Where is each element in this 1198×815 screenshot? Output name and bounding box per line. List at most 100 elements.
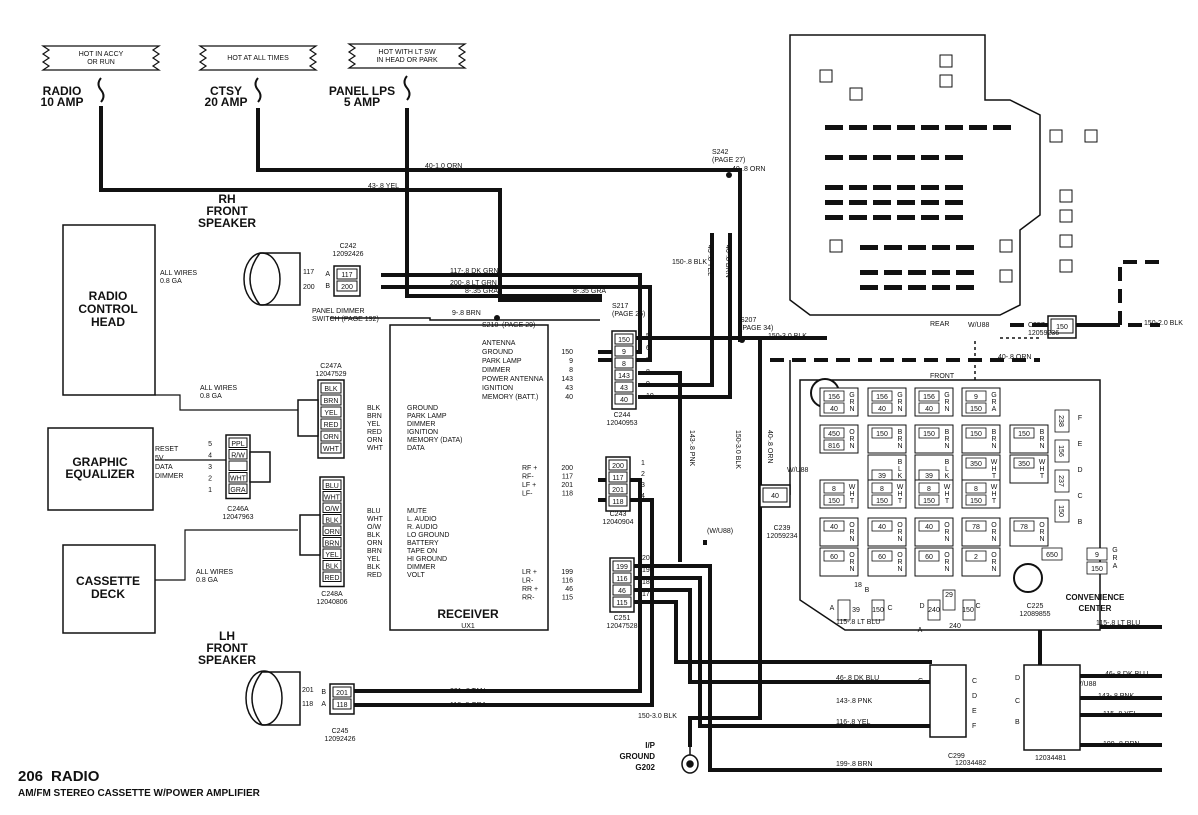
- receiver-pin-label: LR +: [522, 569, 537, 576]
- receiver-wire-color: YEL: [367, 556, 380, 563]
- fuse-slot: [945, 185, 963, 190]
- splice-s217b: [557, 295, 563, 301]
- wire-label: 150-2.0 BLK: [1144, 320, 1183, 327]
- receiver-pin-label: IGNITION: [407, 429, 438, 436]
- cc-color: R: [897, 559, 902, 566]
- c239-label: C239: [774, 525, 791, 532]
- cc-color: O: [991, 552, 997, 559]
- c251-connector-cell-label: 116: [616, 576, 627, 583]
- splice-label: (PAGE 34): [740, 325, 773, 332]
- c246a-pin: 4: [208, 453, 212, 460]
- wire-label: 40-.8 ORN: [998, 354, 1031, 361]
- c244-label: 12040953: [606, 420, 637, 427]
- cc-fuse-value: 40: [830, 524, 838, 531]
- fuse-name: RADIO: [43, 84, 82, 98]
- c239-option: W/U88: [787, 467, 809, 474]
- receiver-pin-label: L. AUDIO: [407, 516, 437, 523]
- receiver-wire-color: BLK: [367, 532, 381, 539]
- fuse-slot: [825, 125, 843, 130]
- c244-connector-cell-label: 143: [618, 373, 630, 380]
- cc-color: N: [849, 566, 854, 573]
- cc-fuse-value: 156: [923, 394, 935, 401]
- fuse-slot: [849, 200, 867, 205]
- cc-color: L: [945, 466, 949, 473]
- cc-fuse: [918, 482, 940, 494]
- wire-brn9: [330, 317, 600, 321]
- wire-cc-115: [1038, 625, 1162, 667]
- c247a-connector-cell: [320, 430, 342, 442]
- fuse-slot: [932, 270, 950, 275]
- cc-color: R: [1039, 529, 1044, 536]
- fuse-name: 10 AMP: [41, 95, 84, 109]
- c245-connector-cell: [332, 686, 352, 698]
- receiver-name: RECEIVER: [437, 607, 499, 621]
- c246a-pin: 5: [208, 441, 212, 448]
- receiver-pin-number: 200: [561, 465, 573, 472]
- c248a-label: 12040806: [316, 599, 347, 606]
- c244-connector-cell: [614, 345, 634, 357]
- cc-color: A: [992, 406, 997, 413]
- cc-low-fuse: [837, 599, 851, 621]
- cc-low-fuse: [942, 589, 956, 611]
- fuse-relay: [819, 69, 833, 83]
- c299-letter: F: [972, 723, 976, 730]
- c244-label: C244: [614, 412, 631, 419]
- c248a-connector-cell-label: O/W: [325, 506, 339, 513]
- fuse-relay: [939, 74, 953, 88]
- cc-color: N: [897, 566, 902, 573]
- receiver-wire-color: BRN: [367, 413, 382, 420]
- receiver-pin-number: 115: [562, 595, 573, 602]
- wire-label: 40-.8 ORN: [766, 430, 773, 463]
- c251-connector-cell: [612, 560, 632, 572]
- c299-label: 12034482: [955, 760, 986, 767]
- cc-color: G: [991, 392, 996, 399]
- receiver-pin-label: DATA: [407, 445, 425, 452]
- cc-color: H: [1039, 466, 1044, 473]
- c243-connector-cell-label: 201: [612, 487, 624, 494]
- ground-symbol: [681, 745, 699, 774]
- c246a-pin: 2: [208, 476, 212, 483]
- c248a-connector-cell: [322, 479, 342, 490]
- cc-color: K: [945, 473, 950, 480]
- c251-label: 12047528: [606, 623, 637, 630]
- fuse-slot: [908, 245, 926, 250]
- cc-fuse: [918, 402, 940, 414]
- rh-speaker-pin: 117: [303, 269, 314, 276]
- cc-low-letter: B: [865, 587, 870, 594]
- cc-color: W: [944, 484, 951, 491]
- c242-connector-cell: [336, 268, 358, 280]
- c245-label: C245: [332, 728, 349, 735]
- c248a-label: C248A: [321, 591, 343, 598]
- cc-color: R: [897, 529, 902, 536]
- cc-color: O: [944, 522, 950, 529]
- fuse-slot: [825, 185, 843, 190]
- wire-label: 150-3.0 BLK: [768, 333, 807, 340]
- receiver-pin-number: 117: [562, 474, 573, 481]
- cc-color: O: [1039, 522, 1045, 529]
- receiver-pin-label: LF-: [522, 491, 533, 498]
- cc-fuse-value: 156: [876, 394, 888, 401]
- c244-pin: 6: [646, 345, 650, 352]
- panel-dimmer-label: PANEL DIMMER: [312, 308, 365, 315]
- panel-dimmer-label: SWITCH (PAGE 192): [312, 316, 379, 323]
- cc-color: B: [1040, 429, 1045, 436]
- c299-letter: D: [1015, 675, 1020, 682]
- cc-fuse-value: 150: [970, 406, 982, 413]
- fuse-slot: [860, 285, 878, 290]
- fuse-slot: [945, 125, 963, 130]
- cc-low-fuse: [962, 599, 976, 621]
- c251-pin: 20: [642, 555, 650, 562]
- cc-color: B: [992, 429, 997, 436]
- wire-label: 199-.8 BRN: [836, 761, 873, 768]
- cassette-deck-name: CASSETTE: [76, 574, 140, 588]
- cc-low-value: 39: [852, 607, 860, 614]
- c299-letter: E: [972, 708, 977, 715]
- cc-fuse: [1013, 427, 1035, 439]
- rh-speaker-title: SPEAKER: [198, 216, 256, 230]
- cc-fuse-value: 40: [830, 406, 838, 413]
- fuse-relay: [1059, 209, 1073, 223]
- wire-c251-199: [632, 564, 1162, 772]
- receiver-pin-label: DIMMER: [407, 421, 435, 428]
- cc-color: N: [897, 536, 902, 543]
